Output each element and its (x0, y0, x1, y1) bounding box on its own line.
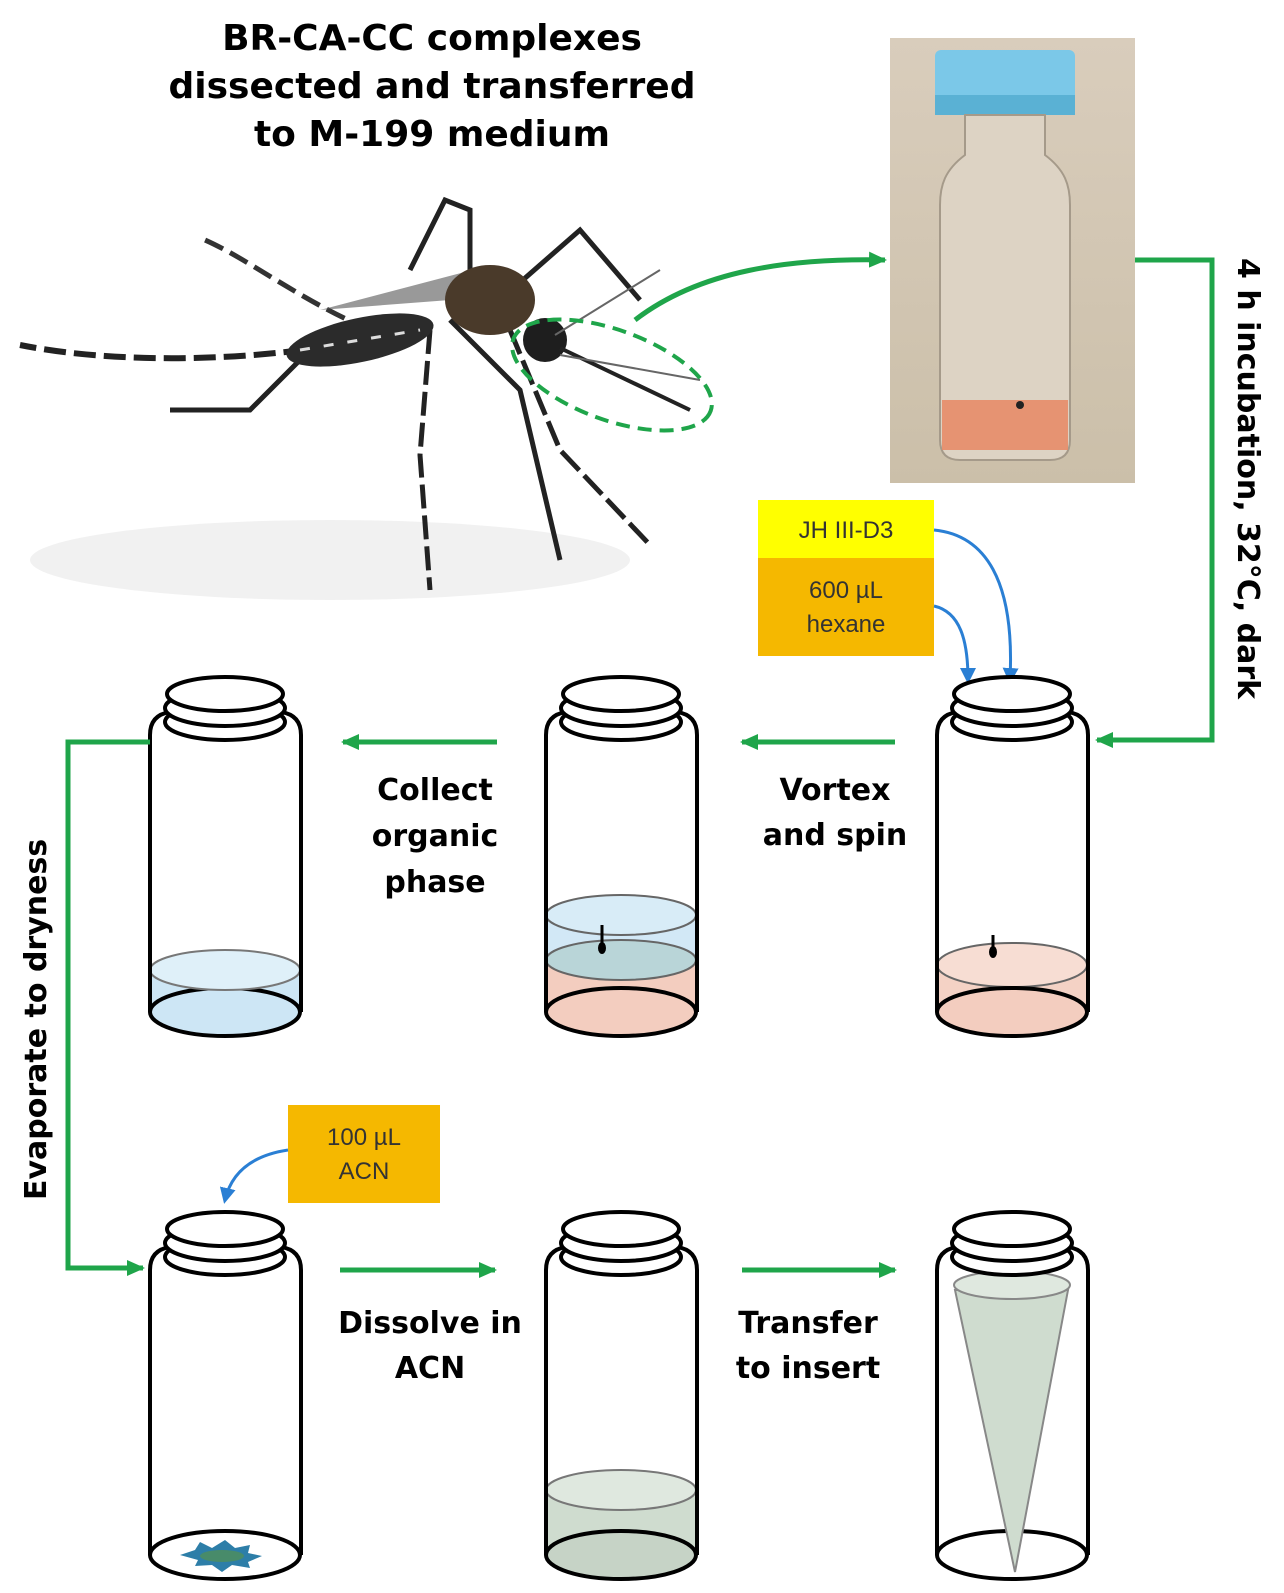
evaporate-connector (68, 742, 150, 1268)
vial-photo (890, 38, 1135, 483)
dissolve-label-1: Dissolve in (338, 1306, 522, 1341)
title-line-2: dissected and transferred (169, 66, 696, 107)
vortex-label-2: and spin (763, 818, 908, 853)
standard-add-arrow (934, 530, 1011, 680)
hexane-box (758, 558, 934, 656)
mosquito-illustration (20, 200, 700, 600)
collect-label-1: Collect (377, 773, 493, 808)
vial-two-phase (546, 677, 697, 1036)
acn-add-arrow (225, 1150, 288, 1200)
acn-volume: 100 µL (327, 1124, 401, 1151)
collect-label-3: phase (384, 865, 485, 900)
vial-acn-solution (546, 1212, 697, 1579)
incubation-label: 4 h incubation, 32°C, dark (1230, 258, 1265, 700)
title-line-1: BR-CA-CC complexes (222, 18, 642, 59)
vial-dried-residue (150, 1212, 301, 1579)
acn-box (288, 1105, 440, 1203)
transfer-label-2: to insert (736, 1351, 880, 1386)
dissolve-label-2: ACN (395, 1351, 465, 1386)
acn-name: ACN (339, 1158, 390, 1185)
internal-standard-label: JH III-D3 (799, 517, 894, 544)
hexane-volume: 600 µL (809, 577, 883, 604)
hexane-name: hexane (807, 611, 886, 638)
collect-label-2: organic (372, 819, 499, 854)
vial-medium (937, 677, 1088, 1036)
evaporate-label: Evaporate to dryness (19, 839, 54, 1200)
vial-with-insert (937, 1212, 1088, 1579)
vial-organic-phase (150, 677, 301, 1036)
hexane-add-arrow (934, 606, 968, 680)
vortex-label-1: Vortex (779, 773, 890, 808)
transfer-label-1: Transfer (738, 1306, 878, 1341)
title: BR-CA-CC complexes dissected and transfe… (169, 18, 696, 155)
title-line-3: to M-199 medium (254, 114, 610, 155)
arrow-to-vial-photo (635, 260, 885, 320)
